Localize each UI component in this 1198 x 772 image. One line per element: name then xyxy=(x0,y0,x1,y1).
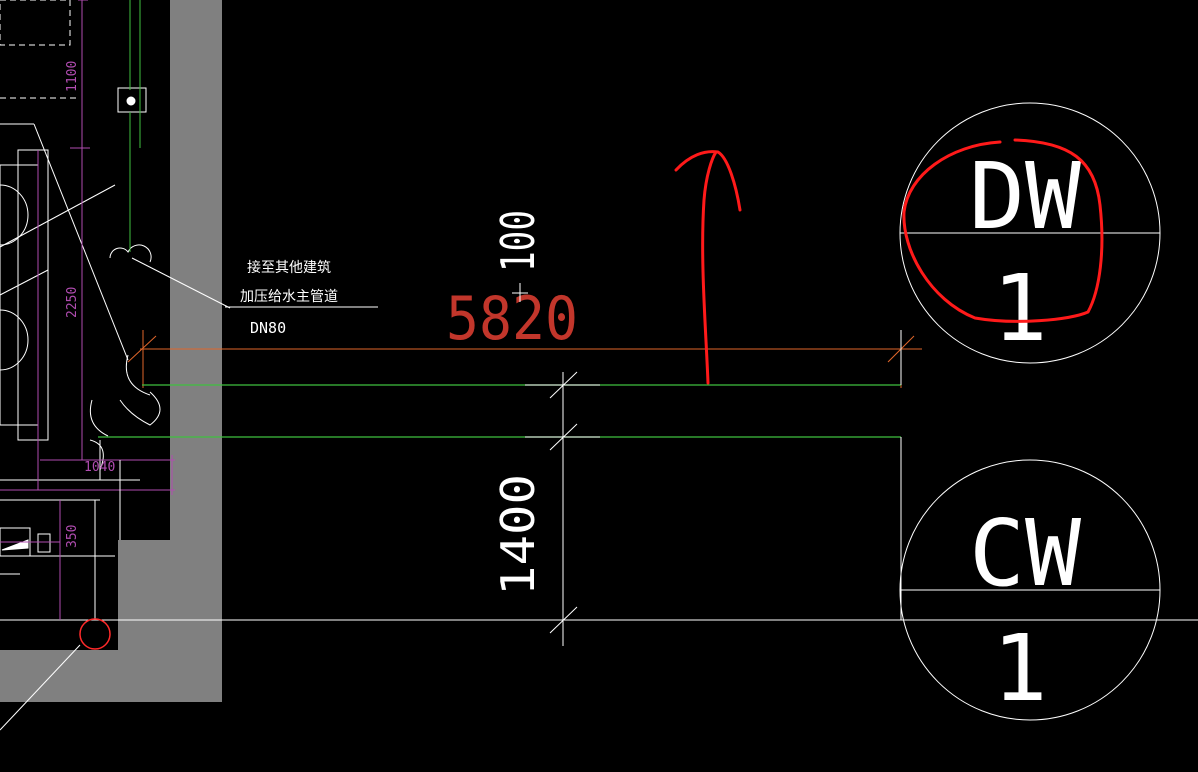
magenta-dimensions xyxy=(0,0,175,620)
tag-dw-number: 1 xyxy=(992,255,1047,362)
dim-text-100: 100 xyxy=(491,210,545,272)
tag-cw-code: CW xyxy=(969,500,1082,607)
tag-cw[interactable]: CW 1 xyxy=(899,459,1161,722)
dim-text-1100: 1100 xyxy=(65,61,80,92)
red-pipe-marker xyxy=(79,618,111,650)
tag-dw-code: DW xyxy=(969,143,1082,250)
dim-text-2250: 2250 xyxy=(65,287,80,318)
dim-text-5820: 5820 xyxy=(446,284,578,354)
wall-band xyxy=(0,0,222,702)
note-connect-line1: 接至其他建筑 xyxy=(247,259,331,276)
dim-text-1400: 1400 xyxy=(491,474,545,596)
tag-dw[interactable]: DW 1 xyxy=(899,102,1161,364)
dim-text-350: 350 xyxy=(65,525,80,548)
note-connect-line2: 加压给水主管道 xyxy=(240,289,338,305)
pipes-green xyxy=(98,384,901,438)
equipment-area xyxy=(0,0,400,731)
tag-cw-number: 1 xyxy=(992,615,1047,722)
pipe-size-label: DN80 xyxy=(250,319,286,337)
red-annotation-arrow xyxy=(674,150,742,385)
red-annotation-circle xyxy=(902,138,1104,323)
dim-text-1040: 1040 xyxy=(84,460,115,475)
